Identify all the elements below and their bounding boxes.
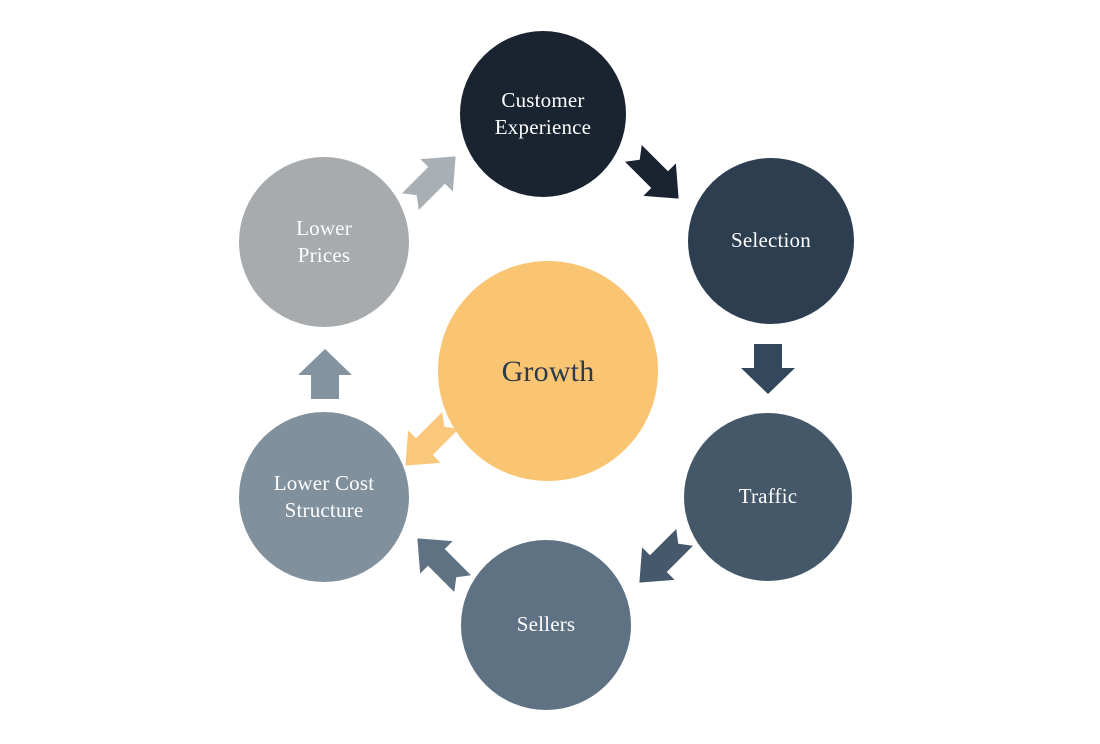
node-customer-experience: Customer Experience <box>460 31 626 197</box>
node-selection-label: Selection <box>731 228 811 253</box>
node-customer-experience-label: Customer Experience <box>494 87 592 139</box>
node-lower-prices-label: Lower Prices <box>296 215 352 267</box>
node-lower-cost-structure-label: Lower Cost Structure <box>273 470 375 522</box>
node-traffic-label: Traffic <box>738 484 798 509</box>
node-growth-label: Growth <box>501 354 595 388</box>
arrow-selection-to-traffic-icon <box>741 344 795 394</box>
node-growth: Growth <box>438 261 658 481</box>
arrow-customer-experience-to-selection-icon <box>617 137 695 215</box>
node-sellers: Sellers <box>461 540 631 710</box>
node-lower-prices: Lower Prices <box>239 157 409 327</box>
node-lower-cost-structure: Lower Cost Structure <box>239 412 409 582</box>
node-traffic: Traffic <box>684 413 852 581</box>
node-sellers-label: Sellers <box>516 612 576 637</box>
arrow-traffic-to-sellers-icon <box>623 521 701 599</box>
arrow-lower-prices-to-customer-experience-icon <box>394 140 472 218</box>
arrow-growth-to-lower-cost-structure-icon <box>389 404 467 482</box>
arrow-sellers-to-lower-cost-structure-icon <box>401 522 479 600</box>
arrow-lower-cost-structure-to-lower-prices-icon <box>298 349 352 399</box>
node-selection: Selection <box>688 158 854 324</box>
